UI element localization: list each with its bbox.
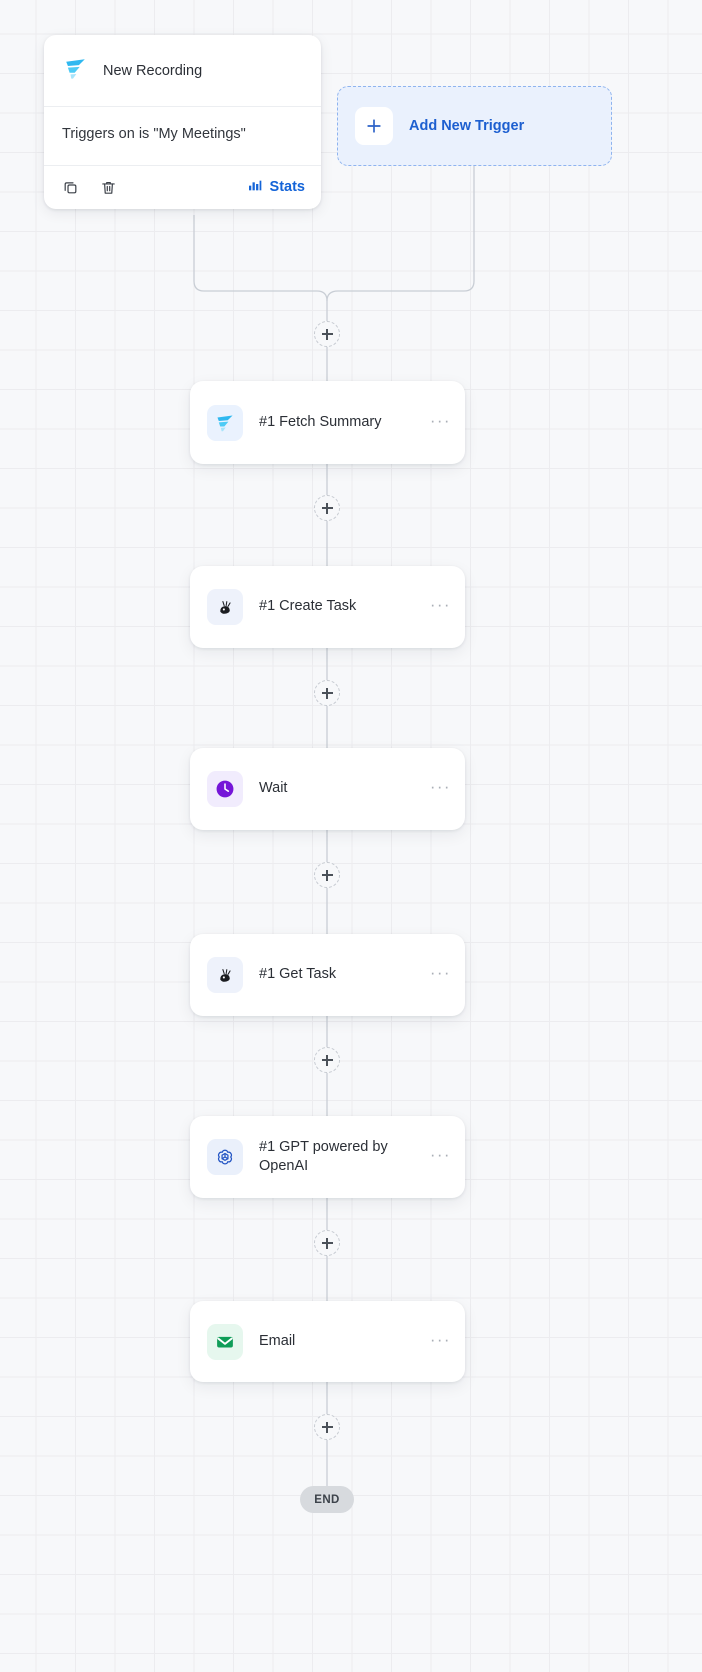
add-new-trigger-label: Add New Trigger xyxy=(409,118,525,134)
stats-button[interactable]: Stats xyxy=(247,177,305,197)
add-step-button-3[interactable] xyxy=(314,680,340,706)
clickup-logo-icon xyxy=(207,957,243,993)
node-label: Wait xyxy=(259,780,288,797)
node-menu-button[interactable]: ··· xyxy=(429,1329,451,1349)
end-label: END xyxy=(314,1493,340,1506)
node-menu-button[interactable]: ··· xyxy=(429,595,451,614)
trigger-card-header: New Recording xyxy=(44,35,321,107)
trigger-card[interactable]: New Recording Triggers on is "My Meeting… xyxy=(44,35,321,209)
add-step-button-5[interactable] xyxy=(314,1047,340,1073)
trigger-card-footer: Stats xyxy=(44,166,321,209)
trash-icon[interactable] xyxy=(98,177,118,197)
node-menu-button[interactable]: ··· xyxy=(429,777,451,796)
node-label: Email xyxy=(259,1332,296,1349)
add-step-button-2[interactable] xyxy=(314,495,340,521)
clickup-logo-icon xyxy=(207,589,243,625)
node-label: #1 Fetch Summary xyxy=(259,413,382,430)
plus-icon xyxy=(355,107,393,145)
bar-chart-icon xyxy=(247,177,263,197)
stats-label: Stats xyxy=(269,179,305,195)
node-menu-button[interactable]: ··· xyxy=(429,410,451,430)
node-menu-button[interactable]: ··· xyxy=(429,963,451,982)
node-get-task[interactable]: #1 Get Task ··· xyxy=(190,934,465,1016)
add-step-button-7[interactable] xyxy=(314,1414,340,1440)
trigger-title: New Recording xyxy=(103,63,203,79)
add-step-button-6[interactable] xyxy=(314,1230,340,1256)
openai-logo-icon xyxy=(207,1139,243,1175)
node-label: #1 GPT powered by OpenAI xyxy=(259,1138,388,1174)
node-create-task[interactable]: #1 Create Task ··· xyxy=(190,566,465,648)
trigger-description: Triggers on is "My Meetings" xyxy=(62,126,246,142)
node-fetch-summary[interactable]: #1 Fetch Summary ··· xyxy=(190,381,465,464)
fireflies-logo-icon xyxy=(62,55,89,87)
node-menu-button[interactable]: ··· xyxy=(429,1145,451,1164)
add-new-trigger-button[interactable]: Add New Trigger xyxy=(337,86,612,166)
fireflies-logo-icon xyxy=(207,404,243,441)
envelope-icon xyxy=(207,1323,243,1360)
node-gpt-openai[interactable]: #1 GPT powered by OpenAI ··· xyxy=(190,1116,465,1198)
end-node: END xyxy=(300,1486,354,1513)
trigger-card-body: Triggers on is "My Meetings" xyxy=(44,107,321,166)
node-email[interactable]: Email ··· xyxy=(190,1301,465,1382)
node-wait[interactable]: Wait ··· xyxy=(190,748,465,830)
add-step-button-1[interactable] xyxy=(314,321,340,347)
clock-icon xyxy=(207,771,243,807)
node-label: #1 Create Task xyxy=(259,598,357,615)
duplicate-icon[interactable] xyxy=(60,177,80,197)
add-step-button-4[interactable] xyxy=(314,862,340,888)
node-label: #1 Get Task xyxy=(259,966,337,983)
